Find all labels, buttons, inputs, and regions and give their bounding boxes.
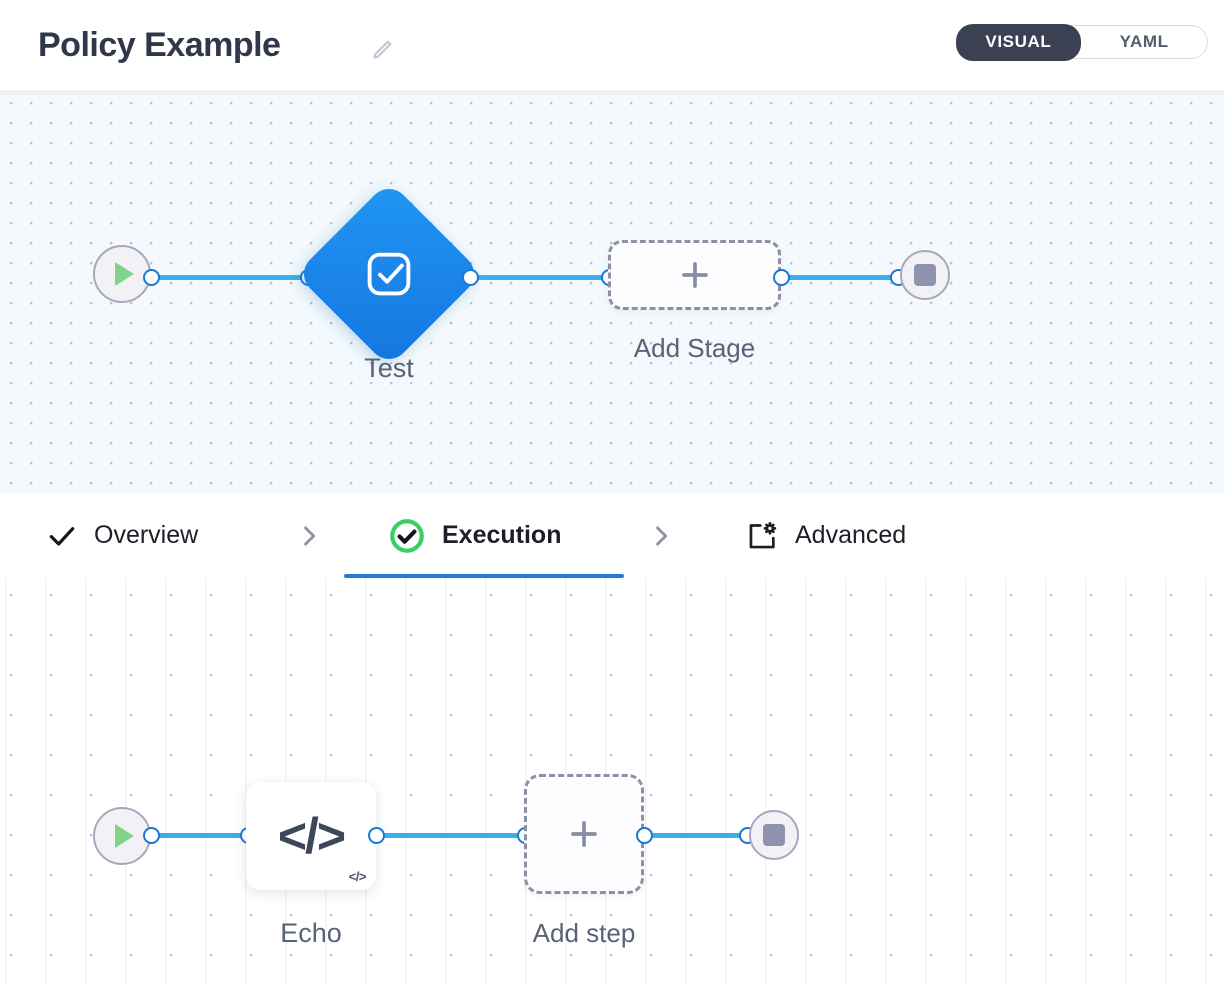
check-diamond-icon: [367, 252, 411, 296]
play-icon: [115, 262, 134, 286]
tab-overview[interactable]: Overview: [46, 493, 198, 578]
tab-advanced[interactable]: Advanced: [745, 493, 906, 578]
stop-icon: [763, 824, 785, 846]
step-port-add-out[interactable]: [636, 827, 653, 844]
step-node-echo[interactable]: </> </>: [246, 782, 376, 890]
tab-overview-label: Overview: [94, 521, 199, 549]
check-circle-icon: [390, 518, 424, 553]
chevron-right-icon: [656, 525, 668, 546]
add-step-button[interactable]: [524, 774, 644, 894]
tab-separator-2: [647, 493, 675, 578]
tab-execution[interactable]: Execution: [388, 493, 561, 578]
step-canvas[interactable]: </> </> Echo Add step: [0, 578, 1224, 986]
mode-toggle[interactable]: VISUAL YAML: [955, 23, 1208, 61]
play-icon: [115, 824, 134, 848]
header-divider: [0, 90, 1224, 95]
step-port-start-out[interactable]: [143, 827, 160, 844]
step-edge-start-echo: [151, 833, 256, 838]
code-badge-icon: </>: [348, 869, 367, 884]
step-node-echo-label: Echo: [280, 918, 342, 948]
step-start-node[interactable]: [93, 807, 151, 865]
stage-edge-test-add: [470, 275, 618, 280]
stage-port-add-out[interactable]: [773, 269, 790, 286]
stage-start-node[interactable]: [93, 245, 151, 303]
tab-separator-1: [295, 493, 323, 578]
pencil-icon[interactable]: [366, 36, 396, 66]
mode-toggle-yaml[interactable]: YAML: [1119, 32, 1169, 51]
settings-card-icon: [749, 521, 777, 548]
tab-bar: Overview Execution A: [0, 493, 1224, 578]
step-edge-echo-add: [376, 833, 534, 838]
add-stage-button[interactable]: [608, 240, 781, 310]
stage-edge-add-end: [781, 275, 906, 280]
stage-edge-start-test: [151, 275, 316, 280]
stage-port-test-out[interactable]: [462, 269, 479, 286]
code-icon: </>: [277, 808, 346, 864]
stage-node-test-label: Test: [364, 353, 414, 383]
add-stage-label: Add Stage: [633, 333, 756, 363]
add-step-label: Add step: [532, 918, 636, 948]
page-title: Policy Example: [38, 26, 281, 64]
tab-execution-label: Execution: [442, 521, 562, 549]
stop-icon: [914, 264, 936, 286]
tab-advanced-label: Advanced: [795, 521, 907, 549]
plus-icon: [571, 821, 597, 847]
mode-toggle-visual[interactable]: VISUAL: [955, 23, 1082, 61]
stage-end-node[interactable]: [900, 250, 950, 300]
stage-canvas[interactable]: Add Stage Test: [0, 95, 1224, 493]
stage-node-test[interactable]: [295, 180, 483, 368]
step-edge-add-end: [644, 833, 756, 838]
check-icon: [49, 526, 75, 546]
chevron-right-icon: [304, 525, 316, 546]
page-header: Policy Example VISUAL YAML: [0, 0, 1224, 90]
step-port-echo-out[interactable]: [368, 827, 385, 844]
stage-port-start-out[interactable]: [143, 269, 160, 286]
plus-icon: [681, 262, 708, 288]
tab-execution-underline: [344, 574, 624, 578]
step-end-node[interactable]: [749, 810, 799, 860]
